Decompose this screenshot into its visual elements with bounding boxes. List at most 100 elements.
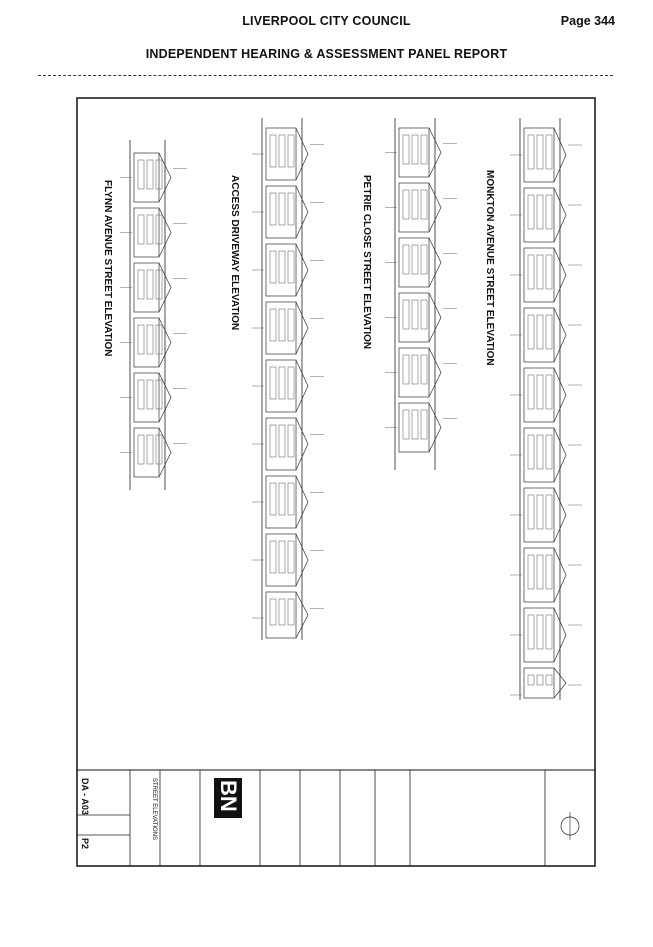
monkton-bay bbox=[523, 667, 555, 699]
petrie-roof bbox=[428, 402, 442, 453]
petrie-roof bbox=[428, 237, 442, 288]
monkton-window bbox=[527, 374, 535, 410]
petrie-window bbox=[411, 354, 419, 385]
flynn-window bbox=[137, 324, 145, 355]
access-window bbox=[287, 598, 295, 626]
access-window bbox=[287, 134, 295, 168]
access-window bbox=[287, 250, 295, 284]
monkton-bay bbox=[523, 247, 555, 303]
drawing-title: STREET ELEVATIONS bbox=[151, 778, 157, 841]
page-number: Page 344 bbox=[560, 14, 615, 28]
monkton-roof bbox=[553, 127, 567, 183]
page-header-title: LIVERPOOL CITY COUNCIL bbox=[242, 14, 411, 28]
petrie-window bbox=[402, 189, 410, 220]
flynn-window bbox=[137, 379, 145, 410]
access-window bbox=[278, 134, 286, 168]
access-window bbox=[287, 192, 295, 226]
access-window bbox=[278, 250, 286, 284]
flynn-window bbox=[146, 214, 154, 245]
monkton-window bbox=[545, 374, 553, 410]
revision: P2 bbox=[80, 838, 90, 850]
flynn-window bbox=[137, 269, 145, 300]
petrie-window bbox=[402, 409, 410, 440]
petrie-window bbox=[420, 409, 428, 440]
monkton-window bbox=[545, 434, 553, 470]
petrie-window bbox=[420, 134, 428, 165]
petrie-bay bbox=[398, 182, 430, 233]
monkton-window bbox=[545, 314, 553, 350]
monkton-bay bbox=[523, 547, 555, 603]
petrie-bay bbox=[398, 292, 430, 343]
petrie-window bbox=[402, 134, 410, 165]
access-roof bbox=[295, 591, 309, 639]
logo-block bbox=[214, 778, 242, 818]
access-window bbox=[287, 308, 295, 342]
petrie-elevation-drawing bbox=[394, 118, 436, 470]
petrie-bay bbox=[398, 402, 430, 453]
monkton-roof bbox=[553, 367, 567, 423]
access-window bbox=[278, 598, 286, 626]
access-elevation-drawing bbox=[261, 118, 303, 640]
access-bay bbox=[265, 591, 297, 639]
petrie-window bbox=[411, 134, 419, 165]
flynn-bay bbox=[133, 262, 160, 313]
flynn-roof bbox=[158, 317, 172, 368]
flynn-window bbox=[146, 379, 154, 410]
petrie-elevation-label: PETRIE CLOSE STREET ELEVATION bbox=[361, 175, 372, 350]
access-window bbox=[287, 366, 295, 400]
monkton-bay bbox=[523, 367, 555, 423]
monkton-bay bbox=[523, 307, 555, 363]
access-window bbox=[287, 482, 295, 516]
access-bay bbox=[265, 533, 297, 587]
access-bay bbox=[265, 243, 297, 297]
monkton-window bbox=[527, 674, 535, 686]
access-roof bbox=[295, 301, 309, 355]
access-window bbox=[278, 482, 286, 516]
petrie-window bbox=[402, 244, 410, 275]
flynn-window bbox=[155, 214, 163, 245]
logo-text: BN bbox=[216, 780, 241, 812]
monkton-window bbox=[536, 374, 544, 410]
access-window bbox=[287, 540, 295, 574]
monkton-window bbox=[545, 494, 553, 530]
access-window bbox=[278, 366, 286, 400]
petrie-roof bbox=[428, 127, 442, 178]
petrie-roof bbox=[428, 292, 442, 343]
monkton-window bbox=[536, 254, 544, 290]
monkton-window bbox=[527, 134, 535, 170]
monkton-window bbox=[527, 314, 535, 350]
access-window bbox=[269, 134, 277, 168]
flynn-elevation-drawing bbox=[129, 140, 166, 490]
monkton-window bbox=[536, 134, 544, 170]
monkton-window bbox=[527, 554, 535, 590]
access-roof bbox=[295, 127, 309, 181]
access-window bbox=[269, 366, 277, 400]
monkton-window bbox=[527, 614, 535, 650]
access-window bbox=[269, 424, 277, 458]
monkton-bay bbox=[523, 607, 555, 663]
access-bay bbox=[265, 475, 297, 529]
access-window bbox=[278, 540, 286, 574]
access-window bbox=[269, 540, 277, 574]
petrie-bay bbox=[398, 347, 430, 398]
flynn-bay bbox=[133, 152, 160, 203]
flynn-bay bbox=[133, 427, 160, 478]
access-roof bbox=[295, 359, 309, 413]
access-roof bbox=[295, 475, 309, 529]
access-window bbox=[278, 192, 286, 226]
flynn-window bbox=[146, 324, 154, 355]
monkton-roof bbox=[553, 607, 567, 663]
flynn-window bbox=[137, 159, 145, 190]
access-elevation-label: ACCESS DRIVEWAY ELEVATION bbox=[229, 175, 240, 331]
monkton-window bbox=[527, 254, 535, 290]
petrie-window bbox=[420, 244, 428, 275]
flynn-window bbox=[146, 269, 154, 300]
petrie-window bbox=[420, 354, 428, 385]
flynn-window bbox=[155, 379, 163, 410]
monkton-roof bbox=[553, 547, 567, 603]
petrie-window bbox=[411, 244, 419, 275]
monkton-window bbox=[545, 554, 553, 590]
monkton-window bbox=[545, 134, 553, 170]
monkton-roof bbox=[553, 487, 567, 543]
